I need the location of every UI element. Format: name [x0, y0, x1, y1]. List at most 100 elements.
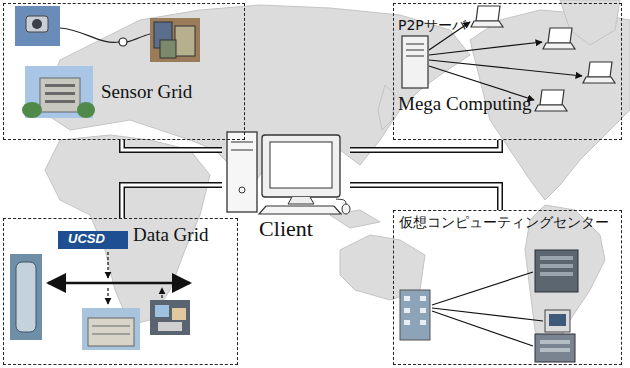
virtual-center-pictures — [400, 250, 578, 362]
client-computer — [270, 142, 332, 188]
sensor-pictures — [77, 102, 95, 118]
data-grid-pictures — [158, 322, 182, 331]
client-computer — [231, 150, 253, 151]
data-grid-pictures — [82, 308, 140, 350]
virtual-center-pictures — [535, 250, 578, 292]
data-grid-pictures — [48, 282, 190, 285]
virtual-center-region: 仮想コンピューティングセンター — [393, 210, 622, 365]
data-grid-pictures — [107, 252, 108, 278]
p2p-pictures — [402, 36, 428, 88]
sensor-pictures — [60, 28, 119, 42]
data-grid-pictures — [161, 288, 162, 298]
network-link — [122, 185, 222, 218]
p2p-pictures — [583, 62, 615, 83]
region-title: Data Grid — [133, 224, 208, 246]
virtual-center-pictures — [404, 296, 410, 301]
sensor-pictures — [119, 38, 127, 46]
sensor-pictures — [45, 100, 75, 103]
virtual-center-pictures — [545, 310, 570, 332]
data-grid-pictures — [58, 231, 128, 249]
p2p-pictures — [535, 90, 567, 111]
client-computer — [231, 142, 253, 143]
sensor-grid-region: Sensor Grid — [3, 3, 245, 140]
virtual-center-pictures — [404, 320, 410, 325]
virtual-center-pictures — [540, 348, 570, 352]
p2p-pictures — [429, 42, 542, 55]
sensor-pictures — [32, 19, 42, 29]
p2p-pictures — [543, 28, 575, 49]
virtual-center-pictures — [540, 256, 573, 260]
client-box: Client — [222, 122, 350, 244]
client-computer — [227, 132, 257, 212]
region-title: Sensor Grid — [101, 81, 192, 103]
data-grid-pictures — [10, 231, 190, 350]
sensor-pictures — [150, 18, 200, 62]
logo-text: UCSD — [68, 232, 105, 247]
data-grid-pictures — [172, 308, 186, 320]
sensor-pictures — [45, 92, 75, 95]
network-link — [122, 140, 222, 150]
data-grid-pictures — [88, 318, 134, 346]
virtual-center-pictures — [404, 308, 410, 313]
sensor-pictures — [175, 26, 195, 56]
client-computer — [262, 135, 340, 197]
virtual-center-pictures — [420, 320, 426, 325]
sensor-pictures — [22, 102, 42, 118]
client-computer — [259, 206, 341, 214]
network-link — [350, 185, 500, 210]
server-label: P2Pサーバ — [398, 17, 466, 33]
network-link — [122, 140, 222, 150]
data-grid-pictures — [10, 254, 42, 340]
network-link — [350, 140, 500, 150]
virtual-center-pictures — [540, 272, 573, 276]
sensor-pictures — [160, 40, 176, 58]
client-computer — [227, 132, 350, 214]
region-title: Mega Computing — [398, 93, 532, 115]
p2p-pictures — [406, 50, 424, 51]
virtual-center-pictures — [540, 340, 570, 344]
network-link — [350, 140, 500, 150]
client-computer — [239, 187, 245, 193]
sensor-pictures — [15, 6, 60, 46]
region-title: 仮想コンピューティングセンター — [399, 214, 609, 230]
sensor-pictures — [127, 34, 150, 42]
network-link — [350, 185, 500, 210]
client-computer — [288, 197, 314, 204]
virtual-center-pictures — [549, 314, 566, 326]
network-link — [122, 140, 222, 150]
network-link — [122, 185, 222, 218]
virtual-center-pictures — [535, 334, 575, 362]
virtual-center-pictures — [420, 308, 426, 313]
sensor-pictures — [40, 78, 80, 112]
sensor-pictures — [45, 84, 75, 87]
virtual-center-pictures — [432, 272, 533, 305]
p2p-pictures — [406, 44, 424, 45]
virtual-center-pictures — [400, 290, 430, 340]
client-label: Client — [259, 216, 313, 241]
data-grid-pictures — [92, 334, 130, 335]
network-link — [122, 185, 222, 218]
sensor-pictures — [26, 16, 48, 32]
data-grid-pictures — [155, 305, 169, 317]
virtual-center-pictures — [432, 311, 533, 346]
data-grid-pictures — [16, 262, 36, 332]
world-map — [40, 0, 630, 360]
virtual-center-pictures — [420, 296, 426, 301]
network-link — [350, 140, 500, 150]
data-grid-pictures — [107, 288, 108, 304]
sensor-pictures — [15, 6, 200, 118]
p2p-pictures — [471, 6, 503, 27]
p2p-pictures — [406, 56, 424, 57]
data-grid-pictures — [92, 326, 130, 327]
client-computer — [342, 204, 350, 214]
virtual-center-pictures — [540, 264, 573, 268]
world-map — [45, 135, 210, 325]
client-computer — [336, 199, 346, 204]
virtual-center-pictures — [432, 308, 543, 321]
data-grid-pictures — [150, 300, 190, 335]
data-grid-region: Data Grid — [3, 218, 238, 365]
